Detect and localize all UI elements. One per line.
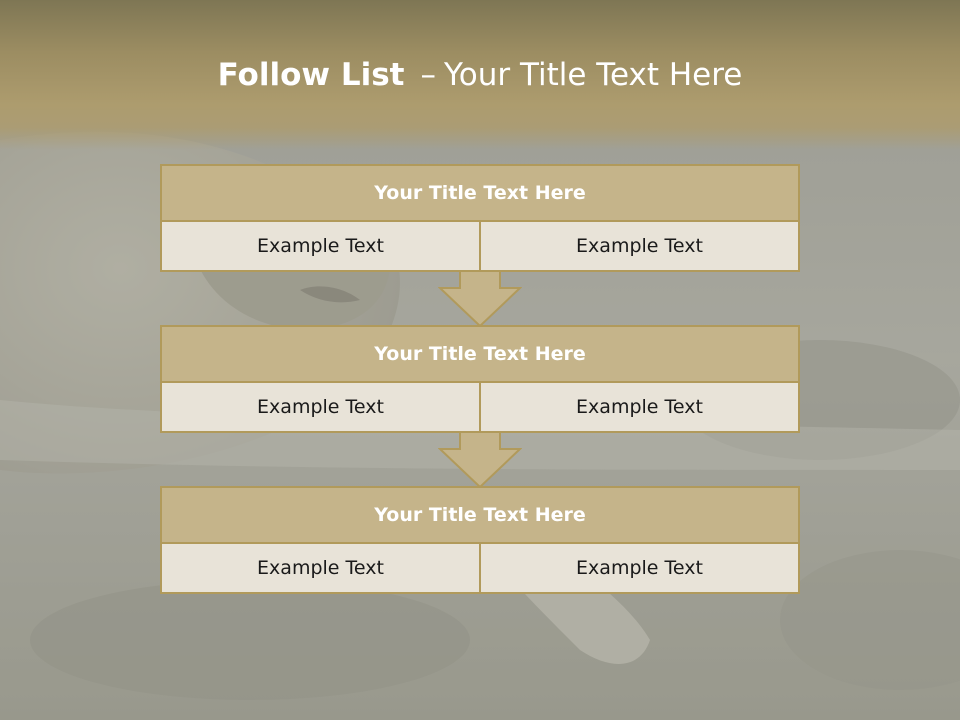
block-cell-left: Example Text — [257, 235, 384, 257]
block-cell-right: Example Text — [479, 544, 798, 592]
block-row: Example Text Example Text — [162, 222, 798, 270]
slide-title-rest: Your Title Text Here — [443, 57, 743, 93]
down-arrow-icon — [438, 270, 522, 328]
list-block-2: Your Title Text Here Example Text Exampl… — [160, 325, 800, 433]
down-arrow-icon — [438, 431, 522, 489]
block-title: Your Title Text Here — [162, 488, 798, 544]
down-arrow-1 — [438, 270, 522, 328]
list-block-3: Your Title Text Here Example Text Exampl… — [160, 486, 800, 594]
block-row: Example Text Example Text — [162, 544, 798, 592]
header-band — [0, 0, 960, 150]
block-cell-left: Example Text — [257, 557, 384, 579]
slide-title-strong: Follow List — [217, 57, 405, 93]
block-cell-left: Example Text — [257, 396, 384, 418]
block-cell-right: Example Text — [479, 222, 798, 270]
block-title: Your Title Text Here — [162, 166, 798, 222]
block-row: Example Text Example Text — [162, 383, 798, 431]
list-block-1: Your Title Text Here Example Text Exampl… — [160, 164, 800, 272]
slide-title: Follow List–Your Title Text Here — [0, 52, 960, 98]
block-title: Your Title Text Here — [162, 327, 798, 383]
down-arrow-2 — [438, 431, 522, 489]
block-cell-right: Example Text — [479, 383, 798, 431]
slide-title-separator: – — [420, 57, 436, 93]
